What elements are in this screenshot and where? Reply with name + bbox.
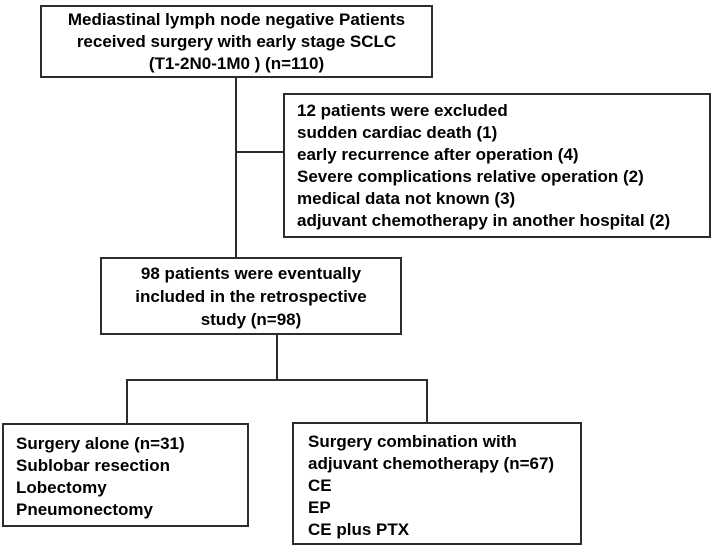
text-line: early recurrence after operation (4) [297,145,579,164]
text-line: EP [308,498,331,517]
included-box: 98 patients were eventually included in … [100,257,402,335]
connector-excluded-branch [236,151,284,153]
text-line: Surgery alone (n=31) [16,434,185,453]
text-line: (T1-2N0-1M0 ) (n=110) [148,54,325,73]
text-line: study (n=98) [200,310,302,329]
text-line: sudden cardiac death (1) [297,123,498,142]
text-line: received surgery with early stage SCLC [76,32,397,51]
text-line: Pneumonectomy [16,500,153,519]
text-line: adjuvant chemotherapy in another hospita… [297,211,671,230]
text-line: included in the retrospective [135,287,367,306]
text-line: Surgery combination with [308,432,517,451]
text-line: medical data not known (3) [297,189,516,208]
connector-right-arm-drop [426,379,428,422]
text-line: adjuvant chemotherapy (n=67) [308,454,555,473]
connector-enrollment-to-included [235,78,237,257]
text-line: CE plus PTX [308,520,410,539]
text-line: Lobectomy [16,478,107,497]
text-line: Severe complications relative operation … [297,167,644,186]
text-line: 98 patients were eventually [140,264,362,283]
text-line: Sublobar resection [16,456,170,475]
surgery-alone-box: Surgery alone (n=31) Sublobar resection … [2,423,249,527]
excluded-box: 12 patients were excluded sudden cardiac… [283,93,711,238]
connector-left-arm-drop [126,379,128,423]
text-line: CE [308,476,332,495]
connector-included-to-split [276,335,278,381]
connector-split-horizontal [126,379,428,381]
text-line: Mediastinal lymph node negative Patients [67,10,406,29]
enrollment-box: Mediastinal lymph node negative Patients… [40,5,433,78]
text-line: 12 patients were excluded [297,101,508,120]
surgery-chemo-box: Surgery combination with adjuvant chemot… [292,422,582,545]
